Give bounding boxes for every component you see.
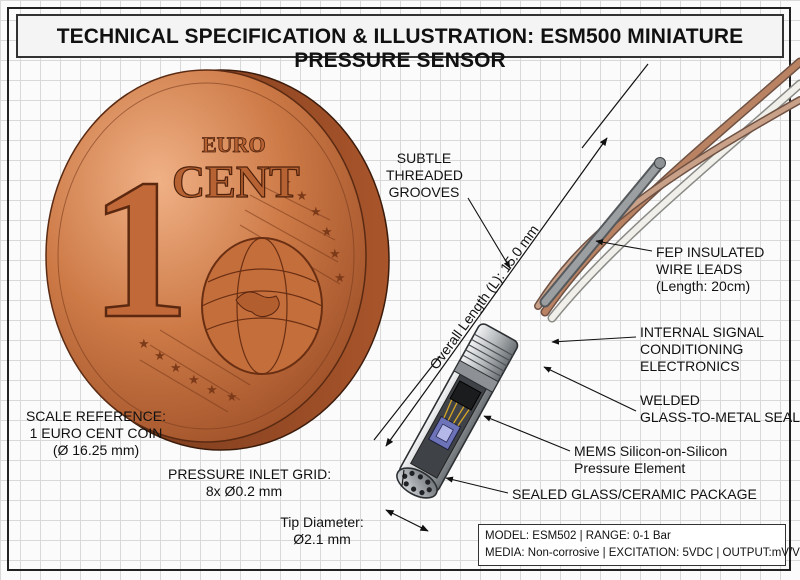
- scale-reference-line: 1 EURO CENT COIN: [29, 425, 163, 441]
- svg-text:★: ★: [154, 349, 166, 364]
- svg-text:★: ★: [329, 247, 341, 262]
- callout-line: WELDED: [640, 392, 700, 408]
- coin-stars: ★★★ ★★★ ★★★ ★★★: [138, 176, 346, 405]
- callout-threaded-grooves: SUBTLE THREADED GROOVES: [386, 150, 464, 201]
- coin-rim: [57, 82, 355, 430]
- callout-line: (Length: 20cm): [656, 278, 751, 294]
- svg-text:★: ★: [138, 337, 150, 352]
- svg-text:★: ★: [334, 271, 346, 286]
- page-frame: [7, 7, 791, 571]
- dimension-lines: [373, 63, 649, 532]
- svg-text:★: ★: [170, 361, 182, 376]
- page-title: TECHNICAL SPECIFICATION & ILLUSTRATION: …: [56, 25, 744, 72]
- callout-wire-leads: FEP INSULATED WIRE LEADS (Length: 20cm): [656, 244, 764, 295]
- callout-line: GROOVES: [388, 184, 460, 200]
- callout-tip-diameter: Tip Diameter: Ø2.1 mm: [272, 514, 372, 548]
- svg-text:★: ★: [296, 189, 308, 204]
- scale-reference-line: SCALE REFERENCE:: [25, 408, 167, 424]
- coin-word-euro: EURO: [202, 132, 266, 157]
- inlet-holes: [402, 470, 432, 496]
- callout-line: Ø2.1 mm: [293, 531, 351, 547]
- spec-line-model: MODEL: ESM502 | RANGE: 0-1 Bar: [485, 530, 671, 542]
- svg-text:★: ★: [226, 390, 238, 405]
- euro-cent-coin: ★★★ ★★★ ★★★ ★★★ 1 EURO CENT: [45, 69, 390, 451]
- callout-line: Pressure Element: [574, 460, 686, 476]
- svg-text:★: ★: [188, 373, 200, 388]
- callout-line: GLASS-TO-METAL SEAL: [640, 409, 800, 425]
- title-bar: TECHNICAL SPECIFICATION & ILLUSTRATION: …: [16, 14, 784, 72]
- spec-line-media: MEDIA: Non-corrosive | EXCITATION: 5VDC …: [485, 547, 800, 559]
- coin-globe: [201, 237, 323, 375]
- callout-line: FEP INSULATED: [656, 244, 765, 260]
- callout-line: PRESSURE INLET GRID:: [168, 466, 332, 482]
- callout-package: SEALED GLASS/CERAMIC PACKAGE: [512, 486, 757, 502]
- spec-box: MODEL: ESM502 | RANGE: 0-1 Bar MEDIA: No…: [478, 524, 800, 566]
- callout-line: Tip Diameter:: [280, 514, 364, 530]
- callout-line: WIRE LEADS: [656, 261, 743, 277]
- callout-inlet-grid: PRESSURE INLET GRID: 8x Ø0.2 mm: [168, 466, 332, 500]
- callout-electronics: INTERNAL SIGNAL CONDITIONING ELECTRONICS: [640, 324, 764, 375]
- scale-reference: SCALE REFERENCE: 1 EURO CENT COIN (Ø 16.…: [24, 408, 168, 459]
- svg-text:★: ★: [321, 225, 333, 240]
- svg-text:★: ★: [280, 176, 292, 191]
- leader-lines: [401, 197, 653, 494]
- callout-welded-seal: WELDED GLASS-TO-METAL SEAL: [640, 392, 800, 426]
- scale-reference-line: (Ø 16.25 mm): [52, 442, 140, 458]
- callout-line: INTERNAL SIGNAL: [640, 324, 764, 340]
- coin-denomination: 1: [90, 139, 190, 360]
- callout-line: 8x Ø0.2 mm: [205, 483, 283, 499]
- callout-line: THREADED: [386, 167, 464, 183]
- coin-word-cent: CENT: [172, 156, 300, 207]
- coin-engraving-lines: [139, 179, 341, 413]
- svg-text:★: ★: [206, 383, 218, 398]
- callout-mems: MEMS Silicon-on-Silicon Pressure Element: [574, 443, 727, 477]
- callout-line: SUBTLE: [396, 150, 452, 166]
- callout-line: MEMS Silicon-on-Silicon: [574, 443, 728, 459]
- callout-line: CONDITIONING: [640, 341, 744, 357]
- svg-text:★: ★: [310, 205, 322, 220]
- callout-line: ELECTRONICS: [640, 358, 740, 374]
